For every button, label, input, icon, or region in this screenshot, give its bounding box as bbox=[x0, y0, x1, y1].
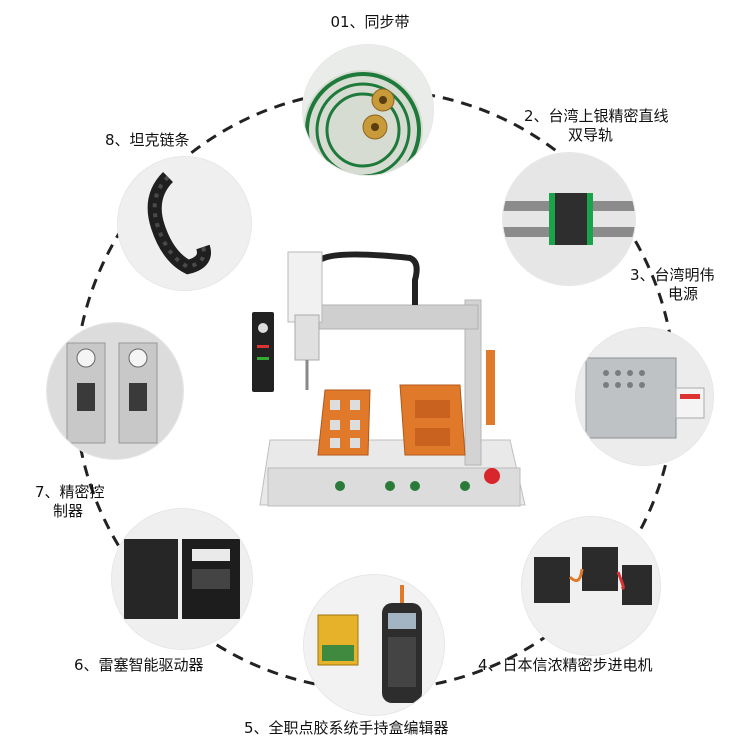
controller-label-line1: 7、精密控 bbox=[35, 483, 105, 501]
stepper-motor-label: 4、日本信浓精密步进电机 bbox=[478, 656, 653, 675]
drag-chain-image bbox=[118, 157, 251, 290]
linear-guide-label-line2: 双导轨 bbox=[568, 126, 614, 144]
timing-belt-label: 01、同步带 bbox=[310, 13, 430, 32]
timing-belt-label-line1: 01、同步带 bbox=[330, 13, 410, 31]
teach-pendant-image bbox=[304, 575, 444, 715]
power-supply-label: 3、台湾明伟 电源 bbox=[630, 266, 715, 304]
timing-belt-image bbox=[303, 45, 433, 175]
power-supply-image bbox=[576, 328, 713, 465]
stepper-motor-image bbox=[522, 517, 660, 655]
dispensing-machine-image bbox=[240, 240, 530, 530]
stepper-motor-label-line1: 4、日本信浓精密步进电机 bbox=[478, 656, 653, 674]
driver-image bbox=[112, 509, 252, 649]
driver-label-line1: 6、雷塞智能驱动器 bbox=[74, 656, 204, 674]
power-supply-label-line1: 3、台湾明伟 bbox=[630, 266, 715, 284]
teach-pendant-label: 5、全职点胶系统手持盒编辑器 bbox=[244, 719, 449, 738]
controller-label: 7、精密控 制器 bbox=[35, 483, 105, 521]
teach-pendant-label-line1: 5、全职点胶系统手持盒编辑器 bbox=[244, 719, 449, 737]
drag-chain-label-line1: 8、坦克链条 bbox=[105, 131, 190, 149]
linear-guide-label: 2、台湾上银精密直线 双导轨 bbox=[524, 107, 669, 145]
power-supply-label-line2: 电源 bbox=[668, 285, 699, 303]
controller-image bbox=[47, 323, 183, 459]
linear-guide-label-line1: 2、台湾上银精密直线 bbox=[524, 107, 669, 125]
drag-chain-label: 8、坦克链条 bbox=[105, 131, 190, 150]
linear-guide-image bbox=[503, 153, 635, 285]
driver-label: 6、雷塞智能驱动器 bbox=[74, 656, 204, 675]
controller-label-line2: 制器 bbox=[53, 502, 84, 520]
